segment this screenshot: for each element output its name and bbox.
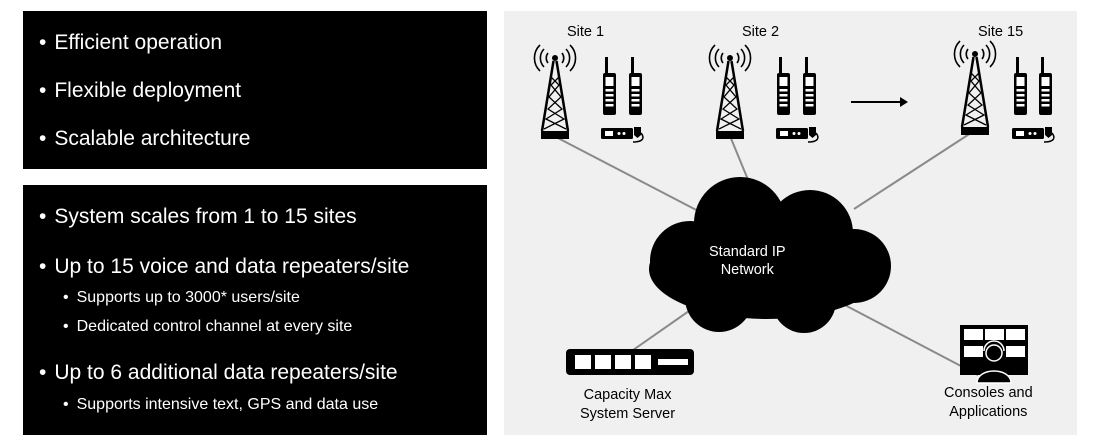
site-15-label: Site 15 xyxy=(978,24,1024,40)
site-2-tower-icon xyxy=(708,43,752,141)
site-1-label: Site 1 xyxy=(567,24,605,40)
spec-control-channel: Dedicated control channel at every site xyxy=(63,318,353,336)
site-15-portable-radio-icon xyxy=(1039,57,1052,115)
site-1-portable-radio-icon xyxy=(603,57,616,115)
consoles-label-line-2: Applications xyxy=(949,404,1028,420)
spec-data-repeaters: Up to 6 additional data repeaters/site xyxy=(39,361,397,385)
server-label-line-2: System Server xyxy=(580,406,676,422)
link-consoles xyxy=(840,302,979,376)
link-site-1 xyxy=(553,135,705,215)
site-1-mobile-radio-icon xyxy=(600,126,644,143)
network-label-line-2: Network xyxy=(720,262,774,278)
network-label-line-1: Standard IP xyxy=(709,244,786,260)
link-server xyxy=(625,303,700,356)
site-2-portable-radio-icon xyxy=(803,57,816,115)
connection-lines xyxy=(553,130,979,376)
features-panel: Efficient operation Flexible deployment … xyxy=(23,11,487,169)
link-site-15 xyxy=(853,130,975,210)
specs-panel: System scales from 1 to 15 sites Up to 1… xyxy=(23,185,487,435)
site-2-label: Site 2 xyxy=(742,24,780,40)
consoles-label: Consoles and Applications xyxy=(944,384,1033,422)
site-15-tower-icon xyxy=(953,39,997,137)
site-1-portable-radio-icon xyxy=(629,57,642,115)
feature-scalable-architecture: Scalable architecture xyxy=(39,127,250,151)
site-1-tower-icon xyxy=(533,43,577,141)
site-15-mobile-radio-icon xyxy=(1011,126,1055,143)
consoles-label-line-1: Consoles and xyxy=(944,385,1033,401)
network-label: Standard IP Network xyxy=(709,243,786,279)
feature-flexible-deployment: Flexible deployment xyxy=(39,79,241,103)
cloud-icon xyxy=(649,177,891,333)
network-diagram-svg xyxy=(533,39,1055,384)
spec-voice-data-repeaters: Up to 15 voice and data repeaters/site xyxy=(39,255,409,279)
arrow-right-icon xyxy=(851,97,908,107)
site-15-portable-radio-icon xyxy=(1014,57,1027,115)
site-2-mobile-radio-icon xyxy=(775,126,819,143)
server-label: Capacity Max System Server xyxy=(580,386,675,424)
spec-intensive-data: Supports intensive text, GPS and data us… xyxy=(63,396,379,414)
feature-efficient-operation: Efficient operation xyxy=(39,31,222,55)
server-label-line-1: Capacity Max xyxy=(583,387,672,403)
server-icon xyxy=(566,349,694,375)
spec-users-per-site: Supports up to 3000* users/site xyxy=(63,289,300,307)
spec-site-scaling: System scales from 1 to 15 sites xyxy=(39,205,356,229)
site-2-portable-radio-icon xyxy=(777,57,790,115)
network-diagram: Site 1 Site 2 Site 15 Standard IP Networ… xyxy=(504,11,1077,435)
console-operator-icon xyxy=(960,325,1028,384)
